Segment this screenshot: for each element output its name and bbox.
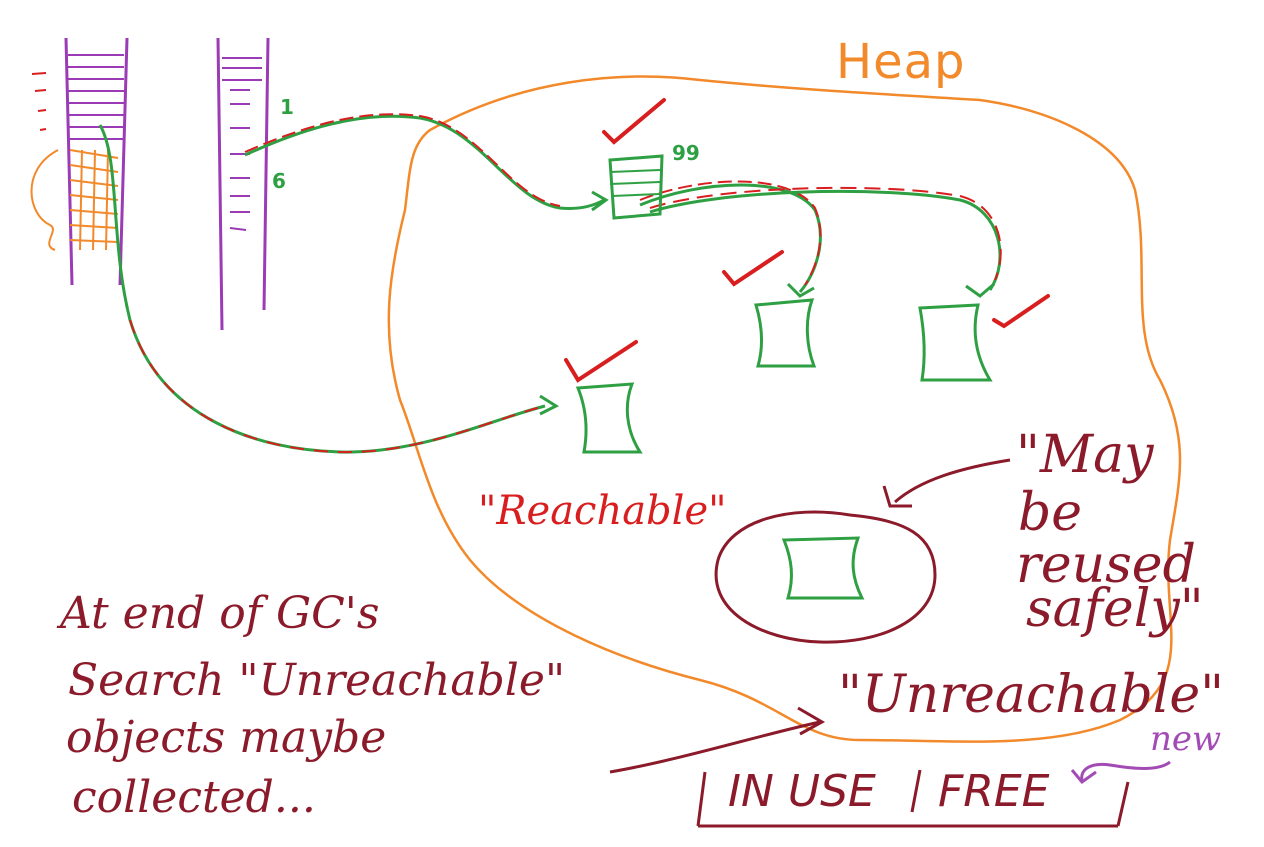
heap-label: Heap (836, 34, 966, 90)
heap-object-reachable (575, 382, 643, 454)
reachable-label: "Reachable" (478, 488, 727, 534)
svg-text:At end of GC's: At end of GC's (56, 588, 379, 639)
check-icon (992, 294, 1050, 329)
object-count-label: 99 (672, 141, 700, 165)
svg-text:collected...: collected... (72, 772, 316, 823)
ref-label-1: 1 (280, 95, 294, 119)
may-be-reused-label: "May be reused safely" (1016, 425, 1204, 639)
check-icon (722, 250, 784, 287)
ref-arrow-stack-to-object-99 (244, 114, 605, 210)
svg-text:objects maybe: objects maybe (66, 712, 386, 763)
svg-text:safely": safely" (1026, 579, 1204, 639)
free-label: FREE (938, 766, 1050, 817)
mark-check-icons (564, 98, 1050, 383)
active-frames-hatching (30, 149, 119, 251)
heap-object-unreachable (781, 536, 865, 600)
new-label: new (1150, 719, 1221, 759)
stack-left (30, 37, 129, 286)
svg-text:Search "Unreachable": Search "Unreachable" (68, 655, 565, 706)
unreachable-region (714, 510, 937, 644)
check-icon (602, 98, 666, 145)
stack-right: 1 6 (216, 37, 294, 331)
ref-arrow-stack-to-reachable-object (98, 124, 546, 454)
check-icon (564, 340, 638, 383)
unreachable-label: "Unreachable" (838, 665, 1224, 725)
svg-text:reused: reused (1016, 535, 1196, 595)
frame-marks (31, 72, 47, 131)
heap-boundary (387, 75, 1182, 743)
ref-arrow-99-to-middle (639, 183, 822, 293)
heap-object-99: 99 (608, 141, 700, 220)
in-use-label: IN USE (728, 766, 876, 817)
memory-usage-bar: IN USE FREE (696, 766, 1130, 828)
heap-object-middle (754, 298, 817, 368)
svg-text:be: be (1018, 483, 1082, 543)
gc-note: At end of GC's Search "Unreachable" obje… (56, 588, 565, 823)
heap-object-right (918, 303, 993, 382)
arrow-memory-to-heap (609, 720, 821, 774)
ref-label-6: 6 (272, 169, 286, 193)
ref-arrow-99-to-right (649, 189, 1002, 291)
new-annotation: new (1070, 719, 1221, 785)
arrow-reuse-to-unreachable (894, 458, 1011, 504)
svg-text:"May: "May (1016, 425, 1154, 485)
